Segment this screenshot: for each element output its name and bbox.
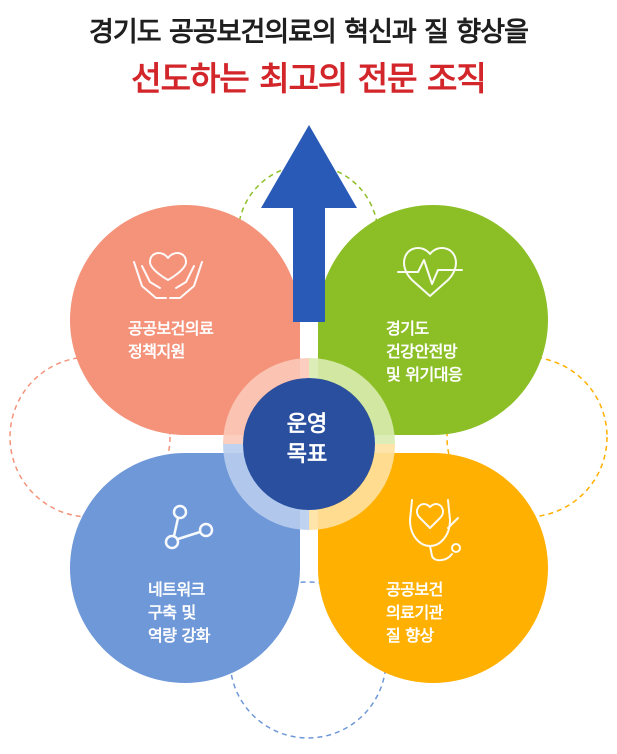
petal-label-bottom-right: 공공보건 의료기관 질 향상 [386, 580, 443, 645]
network-icon [164, 504, 214, 550]
stethoscope-heart-icon [409, 499, 461, 562]
hands-heart-icon [133, 252, 203, 299]
ring-quadrant-tr [309, 358, 395, 444]
ring-quadrant-tl [223, 358, 309, 444]
petal-bottom-left [70, 453, 300, 683]
petal-bottom-right [318, 453, 548, 683]
center-circle [243, 378, 375, 510]
petal-top-left [70, 205, 300, 435]
dashed-circle-right [446, 356, 608, 518]
petal-top-right [318, 205, 548, 435]
center-label: 운영 목표 [286, 412, 328, 467]
title-line-2: 선도하는 최고의 전문 조직 [131, 59, 486, 98]
up-arrow [261, 125, 357, 322]
heartbeat-icon [397, 247, 463, 297]
title-line-1: 경기도 공공보건의료의 혁신과 질 향상을 [89, 17, 529, 48]
petal-label-top-left: 공공보건의료 정책지원 [128, 319, 214, 361]
petal-label-top-right: 경기도 건강안전망 및 위기대응 [386, 319, 463, 384]
ring-quadrant-bl [223, 444, 309, 530]
ring-quadrant-br [309, 444, 395, 530]
dashed-circle-left [9, 356, 171, 518]
petal-label-bottom-left: 네트워크 구축 및 역량 강화 [148, 580, 210, 645]
